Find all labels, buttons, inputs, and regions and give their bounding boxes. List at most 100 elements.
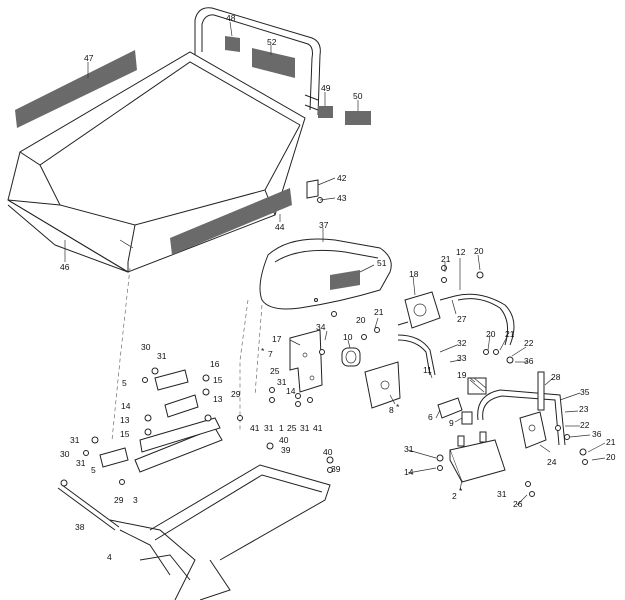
label-40a: 40 (279, 435, 289, 445)
label-32: 32 (457, 338, 467, 348)
label-31d: 31 (300, 423, 310, 433)
callout-labels: 47 48 52 49 50 42 43 44 46 37 51 18 12 2… (60, 13, 616, 562)
label-36b: 36 (592, 429, 602, 439)
label-20d: 20 (606, 452, 616, 462)
label-31a: 31 (157, 351, 167, 361)
label-16: 16 (210, 359, 220, 369)
pump-18 (397, 291, 456, 329)
label-43: 43 (337, 193, 347, 203)
label-47: 47 (84, 53, 94, 63)
label-44: 44 (275, 222, 285, 232)
label-21b: 21 (374, 307, 384, 317)
label-52: 52 (267, 37, 277, 47)
label-25: 25 (270, 366, 280, 376)
label-6: 6 (428, 412, 433, 422)
label-20c: 20 (486, 329, 496, 339)
label-14c: 14 (404, 467, 414, 477)
label-27: 27 (457, 314, 467, 324)
label-25b: 25 (287, 423, 297, 433)
fuel-tank (259, 238, 392, 310)
label-23: 23 (579, 404, 589, 414)
leader-lines (64, 21, 606, 506)
label-40b: 40 (323, 447, 333, 457)
label-13a: 13 (213, 394, 223, 404)
label-5b: 5 (91, 465, 96, 475)
fasteners (60, 265, 588, 497)
label-31g: 31 (404, 444, 414, 454)
label-28: 28 (551, 372, 561, 382)
decal-47 (15, 50, 137, 128)
label-33: 33 (457, 353, 467, 363)
label-30a: 30 (141, 342, 151, 352)
label-2: 2 (452, 491, 457, 501)
latch (306, 179, 323, 203)
label-1: 1 (279, 423, 284, 433)
decal-49 (318, 106, 333, 118)
decal-44 (170, 188, 292, 255)
label-48: 48 (226, 13, 236, 23)
label-15b: 15 (120, 429, 130, 439)
label-18: 18 (409, 269, 419, 279)
label-12: 12 (456, 247, 466, 257)
label-35: 35 (580, 387, 590, 397)
bracket-17 (289, 329, 323, 393)
label-39a: 39 (281, 445, 291, 455)
label-37: 37 (319, 220, 329, 230)
label-22b: 22 (580, 420, 590, 430)
label-31h: 31 (497, 489, 507, 499)
bushing-10 (341, 347, 361, 367)
decal-48 (225, 36, 240, 52)
decal-52 (252, 48, 295, 78)
label-49: 49 (321, 83, 331, 93)
label-21d: 21 (606, 437, 616, 447)
dump-bed (7, 51, 306, 273)
decal-51 (330, 270, 360, 290)
label-31f: 31 (76, 458, 86, 468)
decal-50 (345, 111, 371, 125)
label-17: 17 (272, 334, 282, 344)
label-4: 4 (107, 552, 112, 562)
valve-19 (467, 377, 487, 395)
reservoir-2 (449, 431, 506, 483)
label-7: 7 (268, 349, 273, 359)
label-2star: * (459, 486, 463, 496)
lower-frame (109, 464, 331, 600)
label-10: 10 (343, 332, 353, 342)
bed-handle (194, 7, 321, 116)
axle-assembly (57, 369, 223, 531)
label-9: 9 (449, 418, 454, 428)
label-31c: 31 (264, 423, 274, 433)
label-8: 8 (389, 405, 394, 415)
label-14a: 14 (121, 401, 131, 411)
label-39b: 39 (331, 464, 341, 474)
label-19: 19 (457, 370, 467, 380)
label-24: 24 (547, 457, 557, 467)
label-50: 50 (353, 91, 363, 101)
label-5a: 5 (122, 378, 127, 388)
bracket-8 (364, 361, 401, 409)
label-30b: 30 (60, 449, 70, 459)
label-41b: 41 (313, 423, 323, 433)
label-46: 46 (60, 262, 70, 272)
label-21c: 21 (505, 329, 515, 339)
label-26: 26 (513, 499, 523, 509)
label-20a: 20 (474, 246, 484, 256)
label-15a: 15 (213, 375, 223, 385)
label-11: 11 (423, 365, 432, 375)
decals (15, 36, 371, 290)
label-29b: 29 (114, 495, 124, 505)
label-22a: 22 (524, 338, 534, 348)
label-13b: 13 (120, 415, 130, 425)
label-21a: 21 (441, 254, 451, 264)
label-8star: * (396, 402, 400, 412)
label-38: 38 (75, 522, 85, 532)
valve-block-24 (519, 411, 547, 449)
label-14b: 14 (286, 386, 296, 396)
label-34: 34 (316, 322, 326, 332)
label-36a: 36 (524, 356, 534, 366)
label-42: 42 (337, 173, 347, 183)
label-31e: 31 (70, 435, 80, 445)
label-3: 3 (133, 495, 138, 505)
